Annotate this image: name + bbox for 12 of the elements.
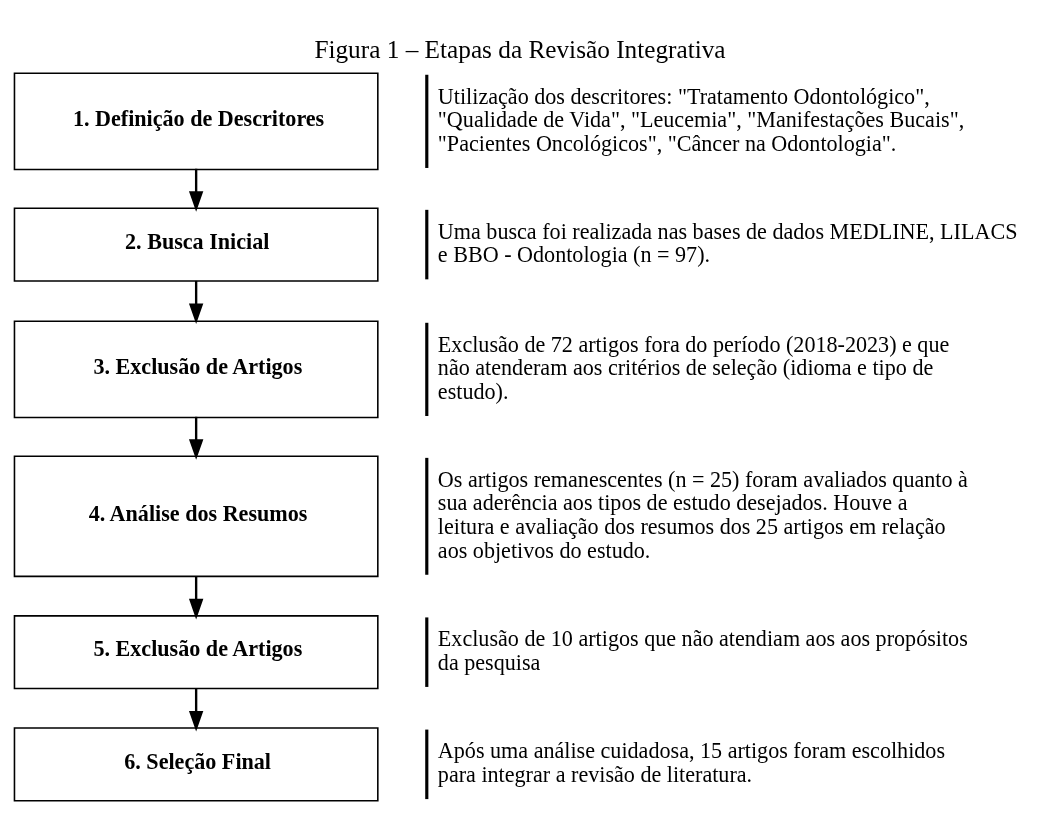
arrow <box>188 416 204 460</box>
node-label: Uma busca foi realizada nas bases de dados MEDLINE, LILACS e BBO - Odontologia (n = 97). <box>437 218 1018 268</box>
arrow <box>188 688 204 732</box>
arrow <box>188 280 204 324</box>
node-label: Exclusão de 72 artigos fora do período (2018-2023) e que não atenderam aos critérios de seleção (idioma e tipo de estudo). <box>437 331 950 404</box>
arrow <box>188 576 204 620</box>
diagram-title: Figura 1 – Etapas da Revisão Integrativa <box>314 34 726 63</box>
arrow <box>188 168 204 212</box>
node-label: Os artigos remanescentes (n = 25) foram avaliados quanto à sua aderência aos tipos de estudo desejados. Houve a leitura e avaliação dos resumos dos 25 artigos em relação aos objetivos do estudo. <box>437 466 968 563</box>
node-label: Exclusão de 10 artigos que não atendiam aos aos propósitos da pesquisa <box>437 626 968 675</box>
node-label: Após uma análise cuidadosa, 15 artigos foram escolhidos para integrar a revisão de literatura. <box>437 738 946 788</box>
node-label: Utilização dos descritores: "Tratamento Odontológico", "Qualidade de Vida", "Leucemia", "Manifestações Bucais", "Pacientes Oncológicos", "Câncer na Odontologia". <box>437 83 965 156</box>
